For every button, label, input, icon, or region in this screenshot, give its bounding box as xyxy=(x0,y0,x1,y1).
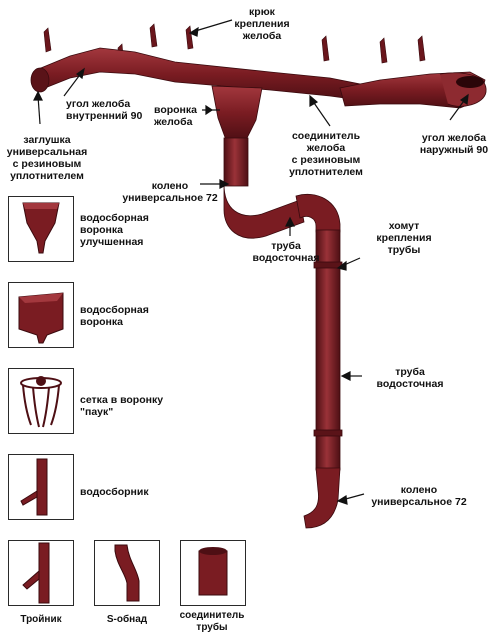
part-tee-label: Тройник xyxy=(20,614,62,625)
part-collector-label: водосборник xyxy=(80,486,149,498)
part-spider-mesh-label: сетка в воронку "паук" xyxy=(80,394,164,418)
label-gutter-connector: соединитель желоба с резиновым уплотните… xyxy=(289,130,363,178)
part-collector-thumbnail xyxy=(8,454,74,520)
gutter-hooks xyxy=(43,23,426,68)
label-end-cap: заглушка универсальная с резиновым уплот… xyxy=(6,134,88,182)
gutter-run xyxy=(30,47,487,109)
label-elbow-top: колено универсальное 72 xyxy=(122,180,218,204)
part-tee-thumbnail xyxy=(8,540,74,606)
label-hook: крюк крепления желоба xyxy=(234,6,290,42)
arrows xyxy=(33,19,469,505)
part-spider-mesh-thumbnail xyxy=(8,368,74,434)
label-pipe-mid: труба водосточная xyxy=(376,366,444,390)
part-pipe-connector-thumbnail xyxy=(180,540,246,606)
label-pipe-top: труба водосточная xyxy=(252,240,320,264)
label-inner-corner: угол желоба внутренний 90 xyxy=(66,98,143,122)
part-funnel-basic-label: водосборная воронка xyxy=(80,304,149,328)
label-pipe-clamp: хомут крепления трубы xyxy=(376,220,432,256)
label-elbow-bottom: колено универсальное 72 xyxy=(371,484,467,508)
label-outer-corner: угол желоба наружный 90 xyxy=(419,132,489,156)
part-s-offset-label: S-обнад xyxy=(106,614,148,625)
part-funnel-improved-label: водосборная воронка улучшенная xyxy=(80,212,149,248)
label-funnel: воронка желоба xyxy=(154,104,197,128)
part-s-offset-thumbnail xyxy=(94,540,160,606)
part-funnel-improved-thumbnail xyxy=(8,196,74,262)
part-pipe-connector-label: соединитель трубы xyxy=(179,610,245,633)
downpipe xyxy=(223,137,343,529)
part-funnel-basic-thumbnail xyxy=(8,282,74,348)
